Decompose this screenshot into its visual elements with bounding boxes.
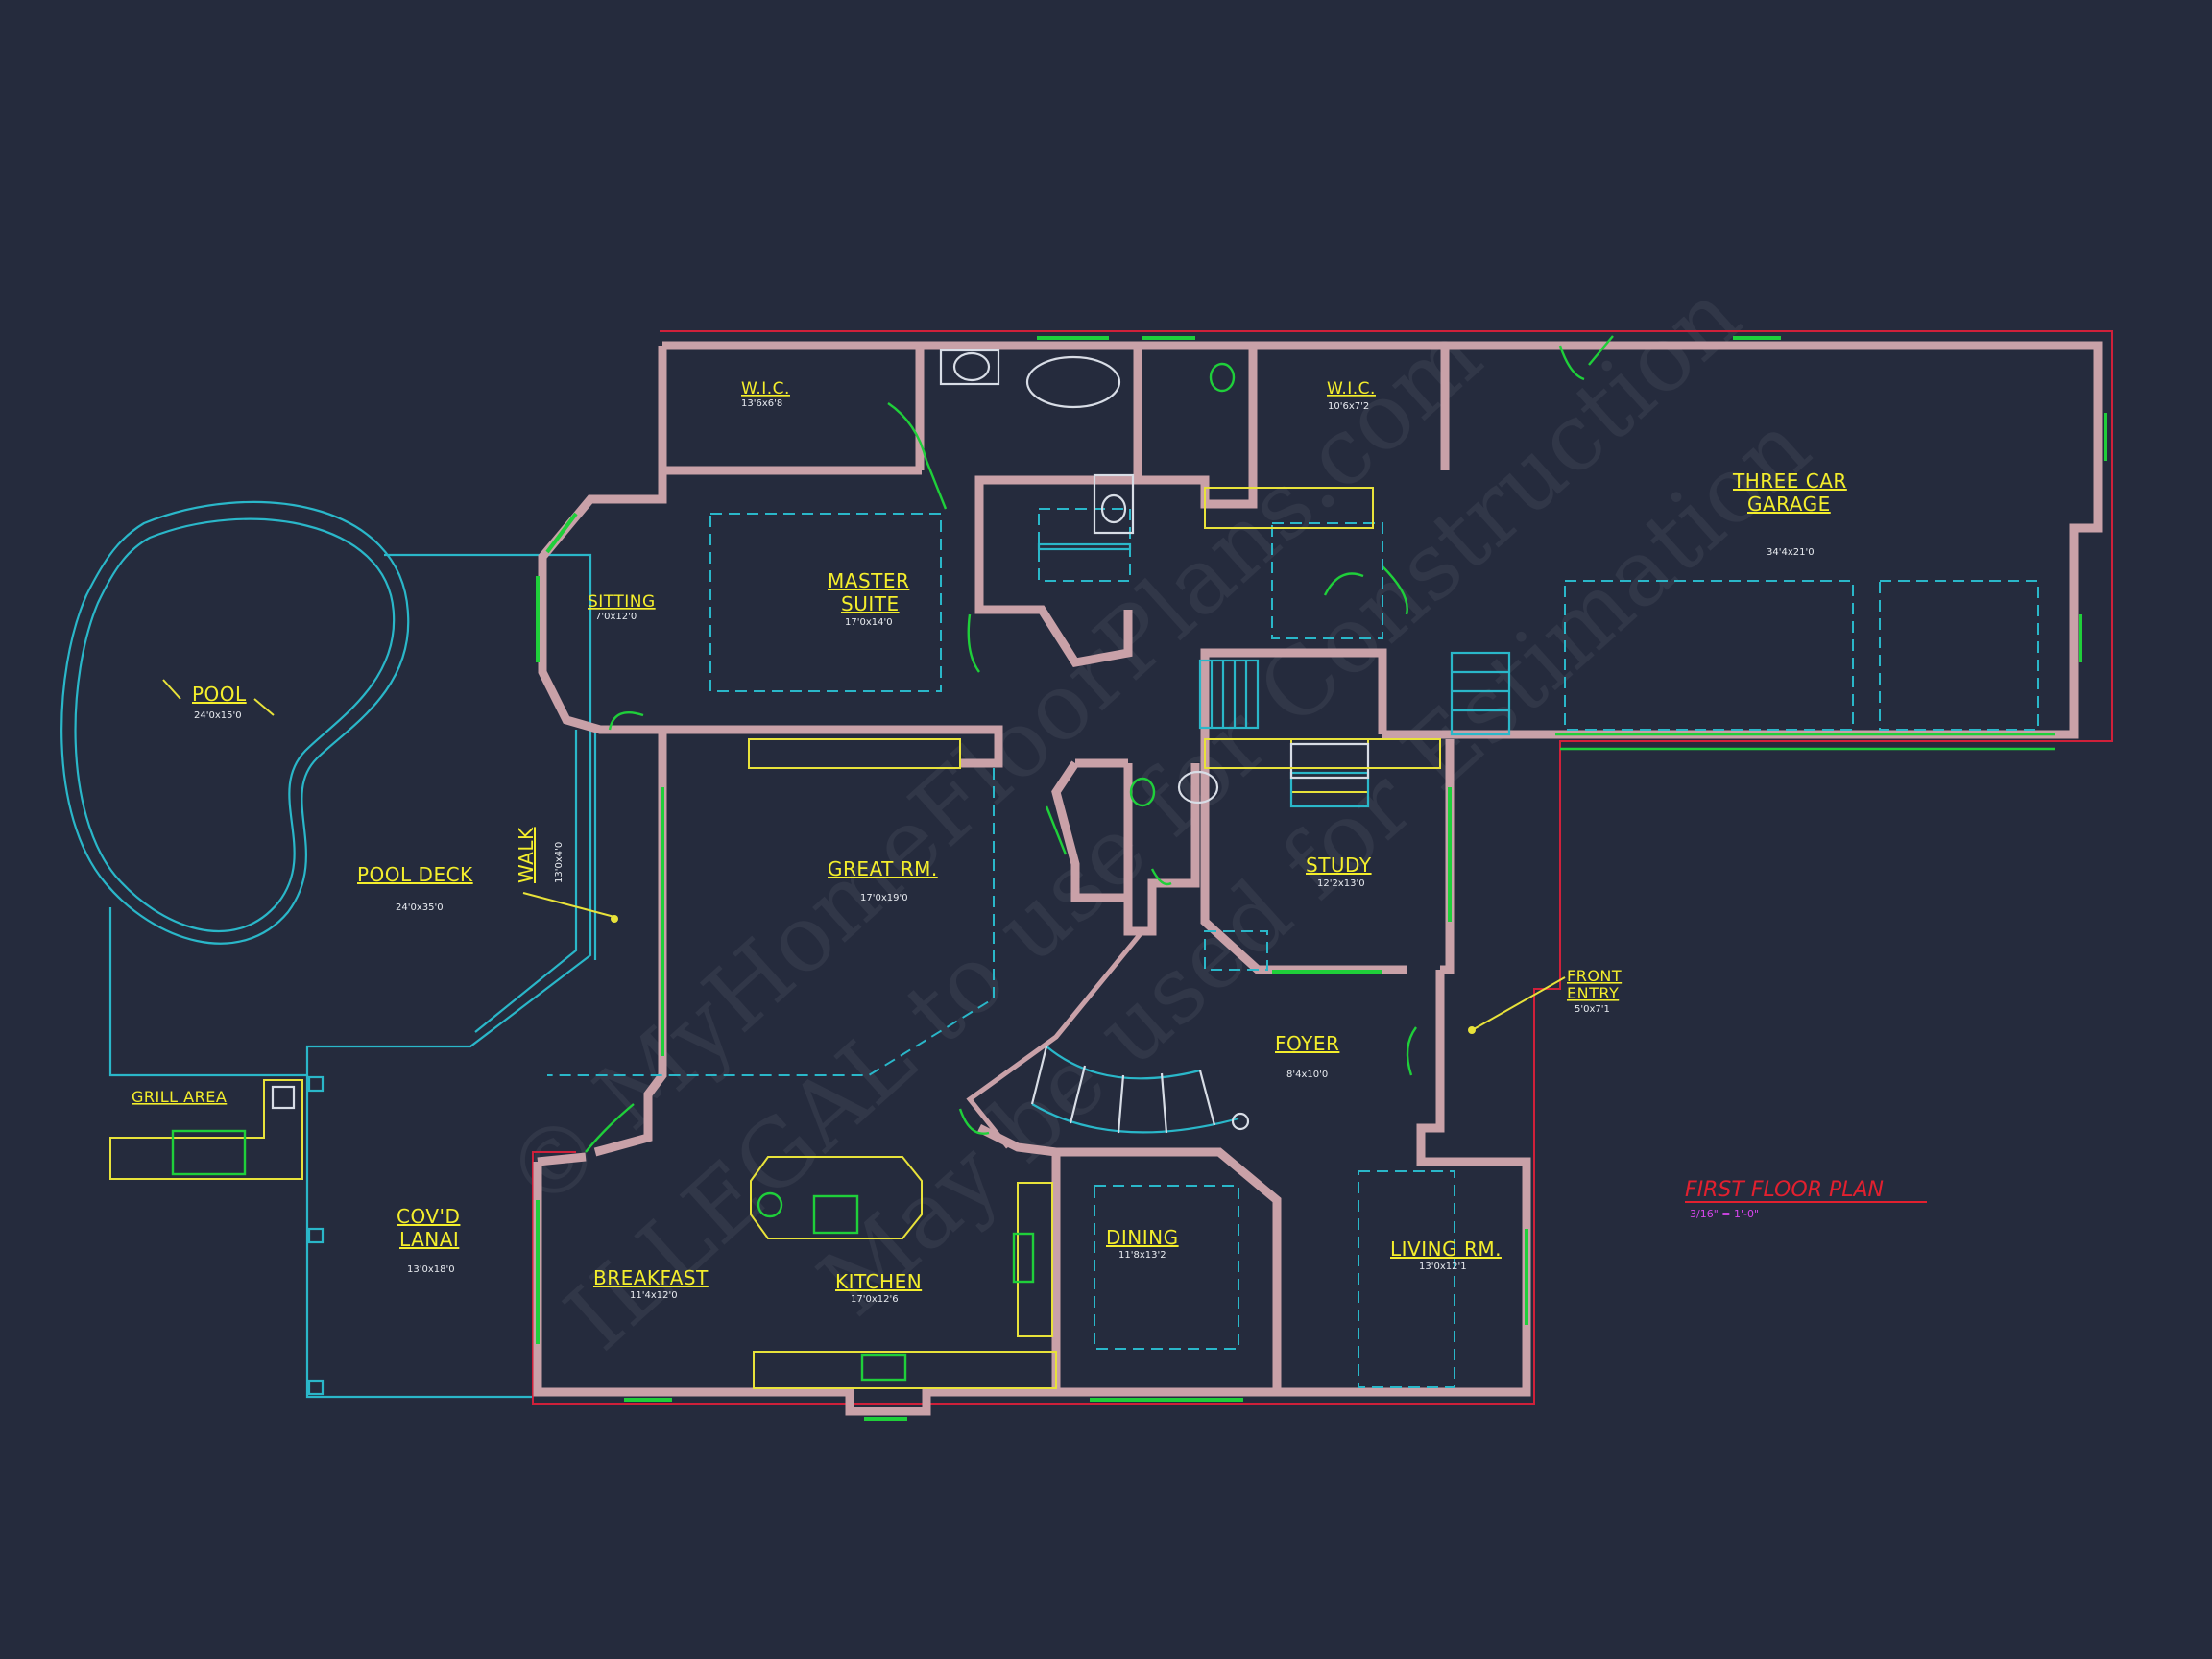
straight-stair	[1198, 651, 1511, 736]
label-master-1: MASTER	[828, 569, 909, 592]
walk-leader-dot	[611, 915, 618, 923]
dims-foyer: 8'4x10'0	[1286, 1070, 1328, 1080]
walk-outline	[474, 730, 597, 1033]
outline-house	[532, 330, 2113, 1405]
walk-leader-line	[522, 892, 615, 918]
dims-wic-right: 10'6x7'2	[1328, 401, 1369, 412]
label-garage-1: THREE CAR	[1732, 469, 1847, 493]
lanai-post-1	[307, 1075, 325, 1093]
label-sitting: SITTING	[588, 592, 656, 612]
label-garage-2: GARAGE	[1747, 493, 1831, 516]
label-breakfast: BREAKFAST	[593, 1266, 709, 1289]
dims-master: 17'0x14'0	[845, 617, 893, 628]
dims-pool-deck: 24'0x35'0	[396, 902, 444, 913]
dims-lanai: 13'0x18'0	[407, 1264, 455, 1275]
plan-scale: 3/16" = 1'-0"	[1690, 1208, 1759, 1220]
label-living-rm: LIVING RM.	[1390, 1238, 1502, 1261]
dims-wic-left: 13'6x6'8	[741, 398, 782, 409]
label-pool-deck: POOL DECK	[357, 863, 473, 886]
dims-pool: 24'0x15'0	[194, 710, 242, 721]
lanai-post-2	[307, 1227, 325, 1244]
title-block: FIRST FLOOR PLAN 3/16" = 1'-0"	[1685, 1178, 1927, 1220]
label-wic-left: W.I.C.	[741, 379, 790, 398]
pool-outline	[60, 500, 410, 945]
interior-dashed	[547, 508, 2039, 1388]
label-lanai-2: LANAI	[399, 1228, 459, 1251]
fireplace	[748, 738, 1441, 780]
label-lanai-1: COV'D	[397, 1205, 460, 1228]
label-front-entry-1: FRONT	[1567, 967, 1622, 985]
lanai-post-3	[307, 1379, 325, 1396]
label-foyer: FOYER	[1275, 1032, 1339, 1055]
windows	[536, 336, 2107, 1421]
dims-great-rm: 17'0x19'0	[860, 893, 908, 903]
curved-stair	[1030, 1046, 1250, 1134]
dims-walk: 13'0x4'0	[554, 842, 565, 883]
dims-study: 12'2x13'0	[1317, 878, 1365, 889]
grill-counter	[109, 1079, 303, 1180]
entry-leader-dot	[1468, 1026, 1476, 1034]
plan-title: FIRST FLOOR PLAN	[1685, 1178, 1884, 1202]
pool-deck-outline	[108, 553, 592, 1077]
label-pool: POOL	[192, 683, 247, 706]
dims-garage: 34'4x21'0	[1767, 547, 1815, 558]
label-walk: WALK	[515, 827, 538, 883]
label-study: STUDY	[1306, 854, 1372, 877]
dims-living-rm: 13'0x12'1	[1419, 1262, 1467, 1272]
kitchen-island	[750, 1156, 1057, 1389]
dims-sitting: 7'0x12'0	[595, 612, 637, 622]
lanai-outline	[305, 1075, 533, 1399]
dims-dining: 11'8x13'2	[1118, 1250, 1166, 1261]
pool-leader-lines	[162, 679, 275, 716]
watermark-line-2: ILLEGAL to use for Construction	[545, 262, 1761, 1371]
label-dining: DINING	[1106, 1226, 1179, 1249]
dims-front-entry: 5'0x7'1	[1575, 1004, 1610, 1015]
room-labels: POOL 24'0x15'0 POOL DECK 24'0x35'0 WALK …	[132, 379, 1847, 1305]
dims-breakfast: 11'4x12'0	[630, 1290, 678, 1301]
label-wic-right: W.I.C.	[1327, 379, 1376, 398]
doors	[585, 335, 1614, 1153]
entry-leader-line	[1473, 976, 1566, 1030]
label-great-rm: GREAT RM.	[828, 857, 938, 880]
dims-kitchen: 17'0x12'6	[851, 1294, 899, 1305]
label-kitchen: KITCHEN	[835, 1270, 922, 1293]
label-front-entry-2: ENTRY	[1567, 984, 1619, 1002]
label-master-2: SUITE	[841, 592, 900, 615]
label-grill-area: GRILL AREA	[132, 1088, 227, 1106]
